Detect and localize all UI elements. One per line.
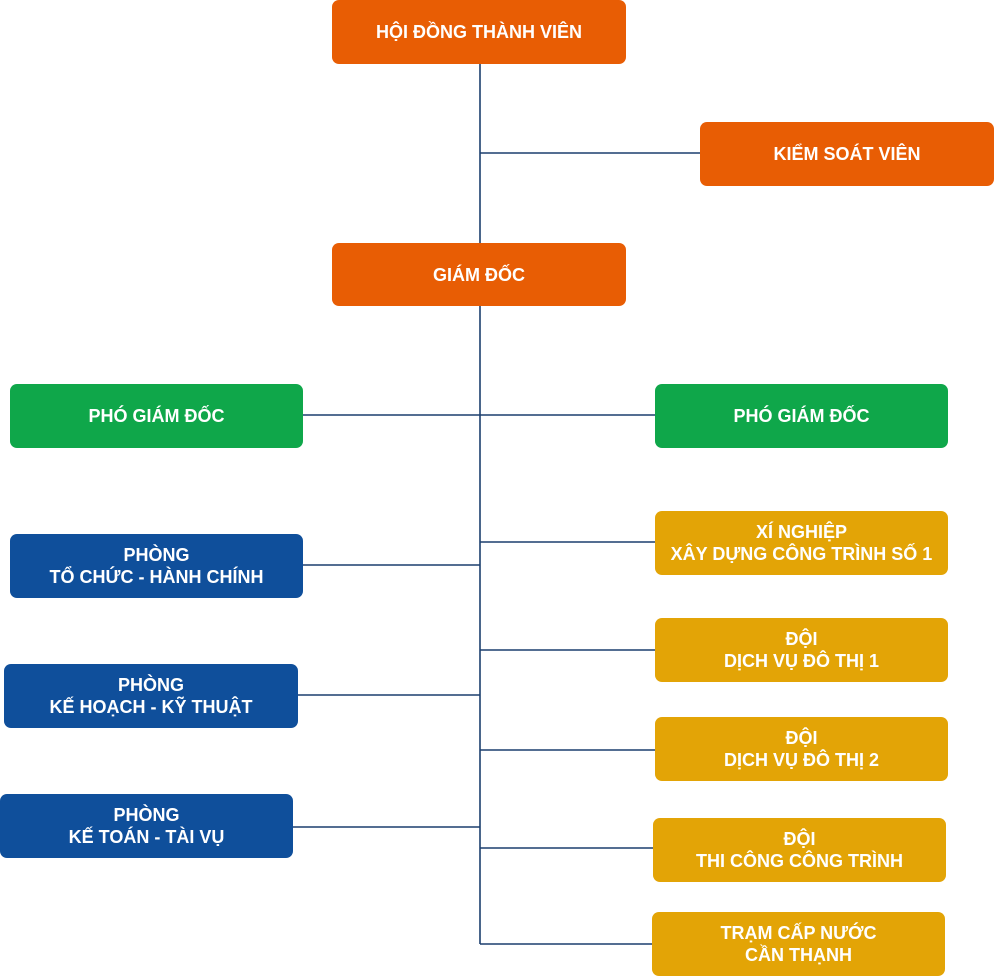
- unit-service1-node: ĐỘI DỊCH VỤ ĐÔ THỊ 1: [655, 618, 948, 682]
- deputy-right-label: PHÓ GIÁM ĐỐC: [733, 406, 870, 426]
- unit-enterprise-line2: XÂY DỰNG CÔNG TRÌNH SỐ 1: [670, 544, 933, 564]
- unit-construction-line1: ĐỘI: [783, 829, 816, 849]
- dept-accounting-line2: KẾ TOÁN - TÀI VỤ: [68, 827, 225, 847]
- unit-enterprise-node: XÍ NGHIỆP XÂY DỰNG CÔNG TRÌNH SỐ 1: [655, 511, 948, 575]
- unit-water-line2: CẦN THẠNH: [745, 945, 852, 965]
- dept-accounting-node: PHÒNG KẾ TOÁN - TÀI VỤ: [0, 794, 293, 858]
- board-node: HỘI ĐỒNG THÀNH VIÊN: [332, 0, 626, 64]
- unit-construction-node: ĐỘI THI CÔNG CÔNG TRÌNH: [653, 818, 946, 882]
- dept-planning-node: PHÒNG KẾ HOẠCH - KỸ THUẬT: [4, 664, 298, 728]
- dept-accounting-line1: PHÒNG: [113, 805, 180, 825]
- unit-service1-line1: ĐỘI: [785, 629, 818, 649]
- unit-service2-line1: ĐỘI: [785, 728, 818, 748]
- unit-water-line1: TRẠM CẤP NƯỚC: [720, 923, 877, 943]
- unit-service1-line2: DỊCH VỤ ĐÔ THỊ 1: [723, 651, 879, 671]
- board-label: HỘI ĐỒNG THÀNH VIÊN: [375, 22, 582, 42]
- dept-admin-line2: TỔ CHỨC - HÀNH CHÍNH: [49, 567, 264, 587]
- dept-admin-line1: PHÒNG: [123, 545, 190, 565]
- director-label: GIÁM ĐỐC: [433, 264, 525, 285]
- unit-enterprise-line1: XÍ NGHIỆP: [755, 522, 848, 542]
- deputy-left-node: PHÓ GIÁM ĐỐC: [10, 384, 303, 448]
- unit-water-node: TRẠM CẤP NƯỚC CẦN THẠNH: [652, 912, 945, 976]
- unit-construction-line2: THI CÔNG CÔNG TRÌNH: [696, 851, 903, 871]
- dept-planning-line1: PHÒNG: [117, 675, 184, 695]
- dept-planning-line2: KẾ HOẠCH - KỸ THUẬT: [49, 697, 253, 717]
- unit-service2-node: ĐỘI DỊCH VỤ ĐÔ THỊ 2: [655, 717, 948, 781]
- unit-service2-line2: DỊCH VỤ ĐÔ THỊ 2: [723, 750, 879, 770]
- controller-label: KIỂM SOÁT VIÊN: [773, 144, 921, 164]
- dept-admin-node: PHÒNG TỔ CHỨC - HÀNH CHÍNH: [10, 534, 303, 598]
- deputy-right-node: PHÓ GIÁM ĐỐC: [655, 384, 948, 448]
- deputy-left-label: PHÓ GIÁM ĐỐC: [88, 406, 225, 426]
- director-node: GIÁM ĐỐC: [332, 243, 626, 306]
- controller-node: KIỂM SOÁT VIÊN: [700, 122, 994, 186]
